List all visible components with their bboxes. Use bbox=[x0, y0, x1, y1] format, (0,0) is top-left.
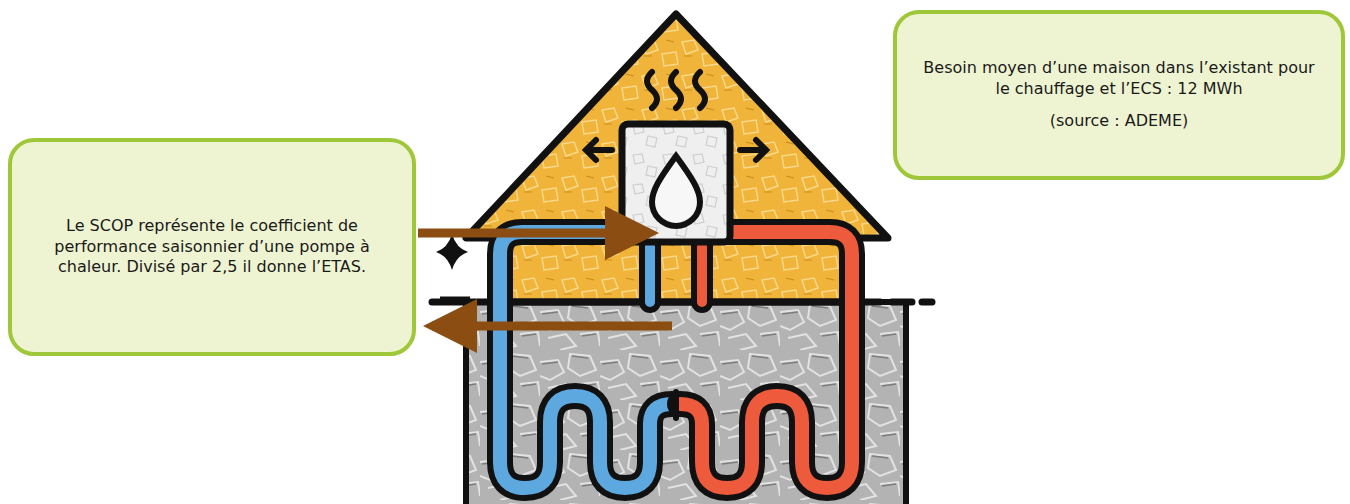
drop-symbol bbox=[652, 156, 700, 226]
sparkle-symbol bbox=[436, 234, 468, 270]
pointer-arrow bbox=[418, 229, 650, 238]
callout-box: Le SCOP représente le coefficient de per… bbox=[8, 138, 416, 356]
pointer-arrow bbox=[432, 322, 672, 331]
tank bbox=[622, 124, 730, 242]
house-outline bbox=[466, 14, 888, 302]
callout-box: Besoin moyen d’une maison dans l’existan… bbox=[893, 10, 1345, 180]
callout-text: Besoin moyen d’une maison dans l’existan… bbox=[919, 58, 1319, 100]
ground-loop-pipes bbox=[500, 232, 852, 488]
source-note: (source : ADEME) bbox=[1050, 111, 1188, 132]
callout-text: Le SCOP représente le coefficient de per… bbox=[34, 216, 390, 278]
heat-waves bbox=[647, 72, 705, 108]
ground-line-left bbox=[440, 297, 470, 304]
